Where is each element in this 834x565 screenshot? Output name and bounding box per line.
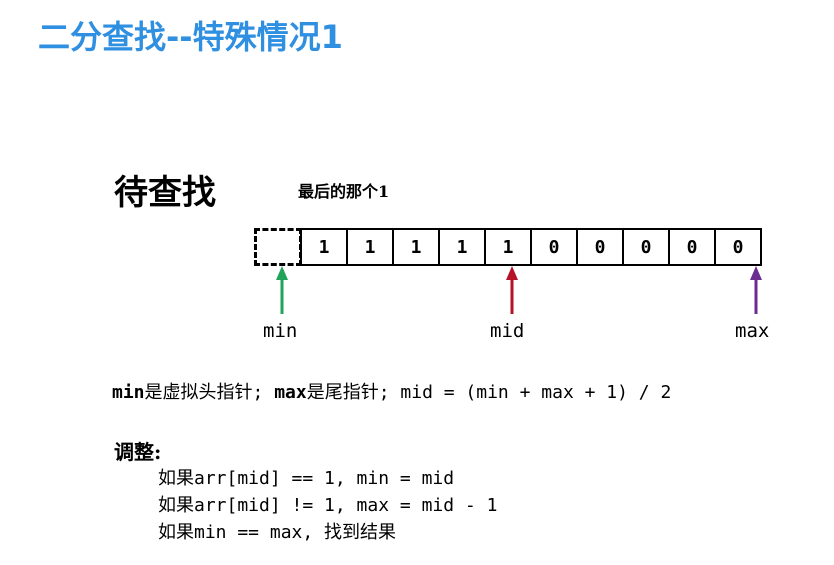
page-title: 二分查找--特殊情况1 [38, 18, 343, 56]
mid-pointer-label: mid [490, 320, 525, 342]
array-cell: 0 [714, 228, 762, 266]
adjust-rule: 如果arr[mid] == 1, min = mid [158, 468, 455, 489]
mid-arrow [506, 266, 518, 314]
pointer-description: min是虚拟头指针; max是尾指针; mid = (min + max + 1… [112, 378, 671, 404]
min-pointer-label: min [263, 320, 298, 342]
max-keyword: max [274, 382, 307, 403]
adjust-rule: 如果min == max, 找到结果 [158, 522, 397, 543]
max-pointer-label: max [735, 320, 770, 342]
min-description: 是虚拟头指针; [144, 382, 275, 403]
section-label: 待查找 [114, 173, 216, 213]
max-description: 是尾指针; mid = (min + max + 1) / 2 [306, 382, 672, 403]
max-arrow [750, 266, 762, 314]
adjust-title: 调整: [114, 440, 162, 464]
min-keyword: min [112, 382, 145, 403]
adjust-rule: 如果arr[mid] != 1, max = mid - 1 [158, 495, 498, 516]
target-note: 最后的那个1 [298, 182, 390, 201]
min-arrow [276, 266, 288, 314]
array-diagram: 1 1 1 1 1 0 0 0 0 0 [254, 228, 762, 266]
